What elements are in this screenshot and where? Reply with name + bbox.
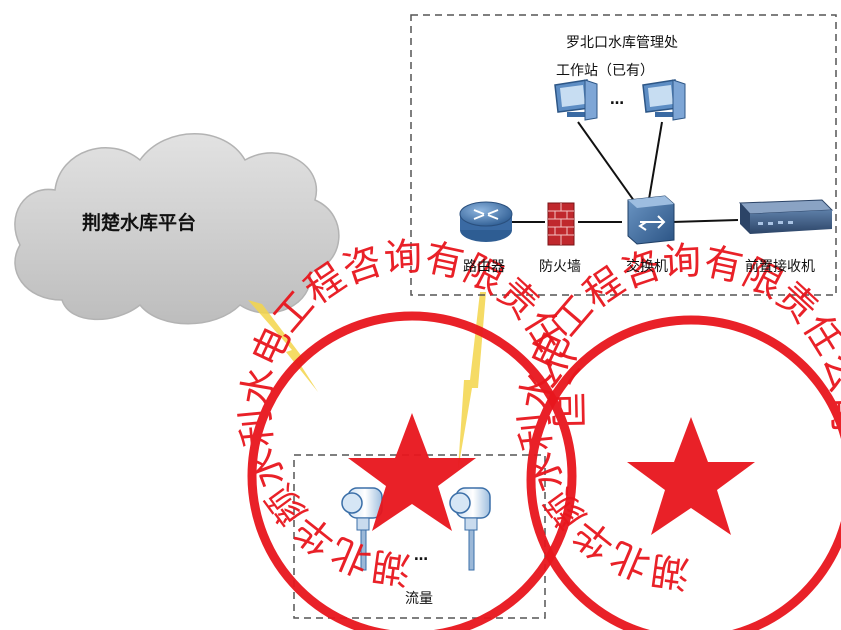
wireless-link-cloud [248, 300, 318, 392]
flow-sensor-icon [449, 487, 491, 571]
management-box [410, 14, 837, 296]
flow-sensor-icon [341, 487, 383, 571]
link-switch-receiver [671, 219, 739, 223]
receiver-icon [738, 199, 834, 234]
seal-ring [526, 315, 841, 630]
workstation-icon [554, 79, 598, 121]
seal-star [627, 417, 755, 535]
seal-ring [247, 311, 577, 630]
switch-icon [627, 195, 675, 245]
router-icon [459, 201, 513, 242]
workstation-ellipsis: … [610, 92, 624, 108]
wireless-links [248, 292, 486, 470]
cloud-shape [14, 133, 340, 325]
router-label: 路由器 [463, 259, 505, 275]
network-links [512, 121, 739, 223]
workstation-label: 工作站（已有） [556, 63, 654, 79]
firewall-label: 防火墙 [539, 259, 581, 275]
flow-label: 流量 [405, 591, 433, 607]
link-ws1-switch [577, 121, 643, 213]
link-ws2-switch [647, 121, 663, 206]
workstation-icon [642, 79, 686, 121]
cloud-platform [14, 133, 340, 325]
management-box-title: 罗北口水库管理处 [566, 35, 678, 51]
company-seal: 湖北华颜水利水电工程咨询有限责任公司 [512, 238, 841, 630]
firewall-icon [547, 202, 575, 246]
receiver-label: 前置接收机 [745, 259, 815, 275]
seal-star [348, 413, 476, 531]
cloud-label: 荆楚水库平台 [82, 212, 197, 234]
wireless-link-router [458, 292, 486, 470]
switch-label: 交换机 [626, 259, 668, 275]
sensor-ellipsis: … [414, 548, 428, 564]
